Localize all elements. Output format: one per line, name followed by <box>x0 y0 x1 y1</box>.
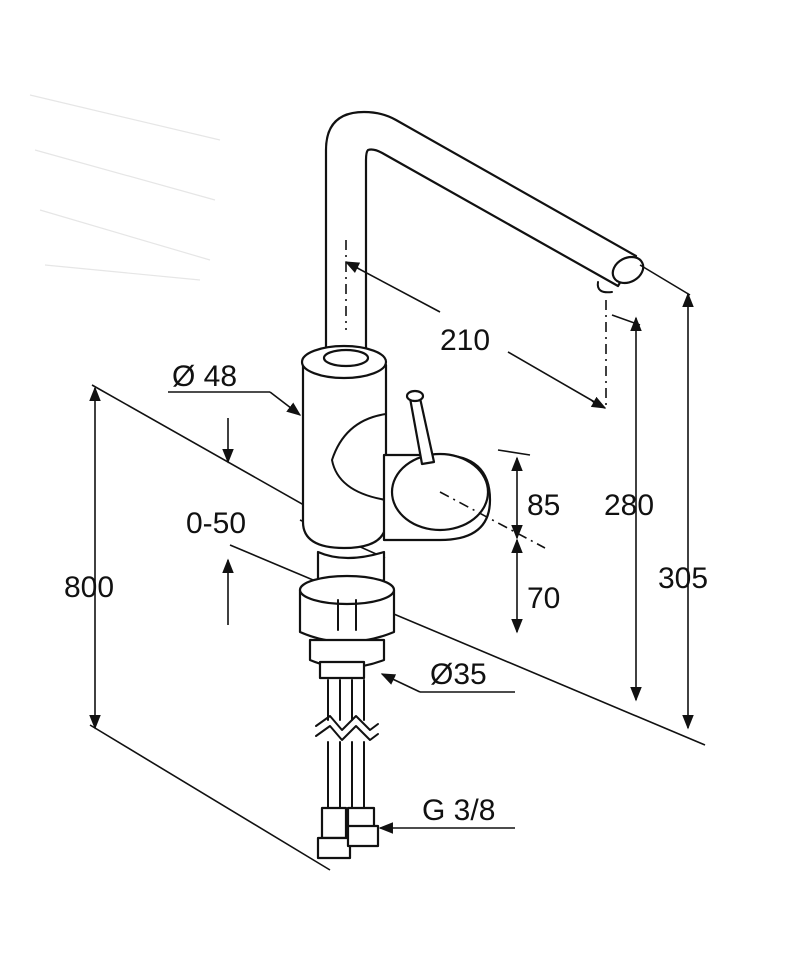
label-diameter-48: Ø 48 <box>172 360 237 393</box>
hose-fittings <box>316 806 380 860</box>
label-280: 280 <box>604 489 654 522</box>
label-800: 800 <box>64 571 114 604</box>
label-70: 70 <box>527 582 560 615</box>
faucet-body <box>300 344 388 550</box>
label-305: 305 <box>658 562 708 595</box>
background-sketch <box>29 94 221 281</box>
label-diameter-35: Ø35 <box>430 658 487 691</box>
dimension-lines <box>89 261 694 834</box>
mounting-assembly <box>298 550 396 680</box>
lever-handle <box>382 389 546 549</box>
label-offset-range: 0-50 <box>186 507 246 540</box>
label-85: 85 <box>527 489 560 522</box>
label-spout-reach: 210 <box>440 324 490 357</box>
supply-hoses <box>315 679 379 809</box>
spout <box>324 110 645 357</box>
label-thread-size: G 3/8 <box>422 794 495 827</box>
